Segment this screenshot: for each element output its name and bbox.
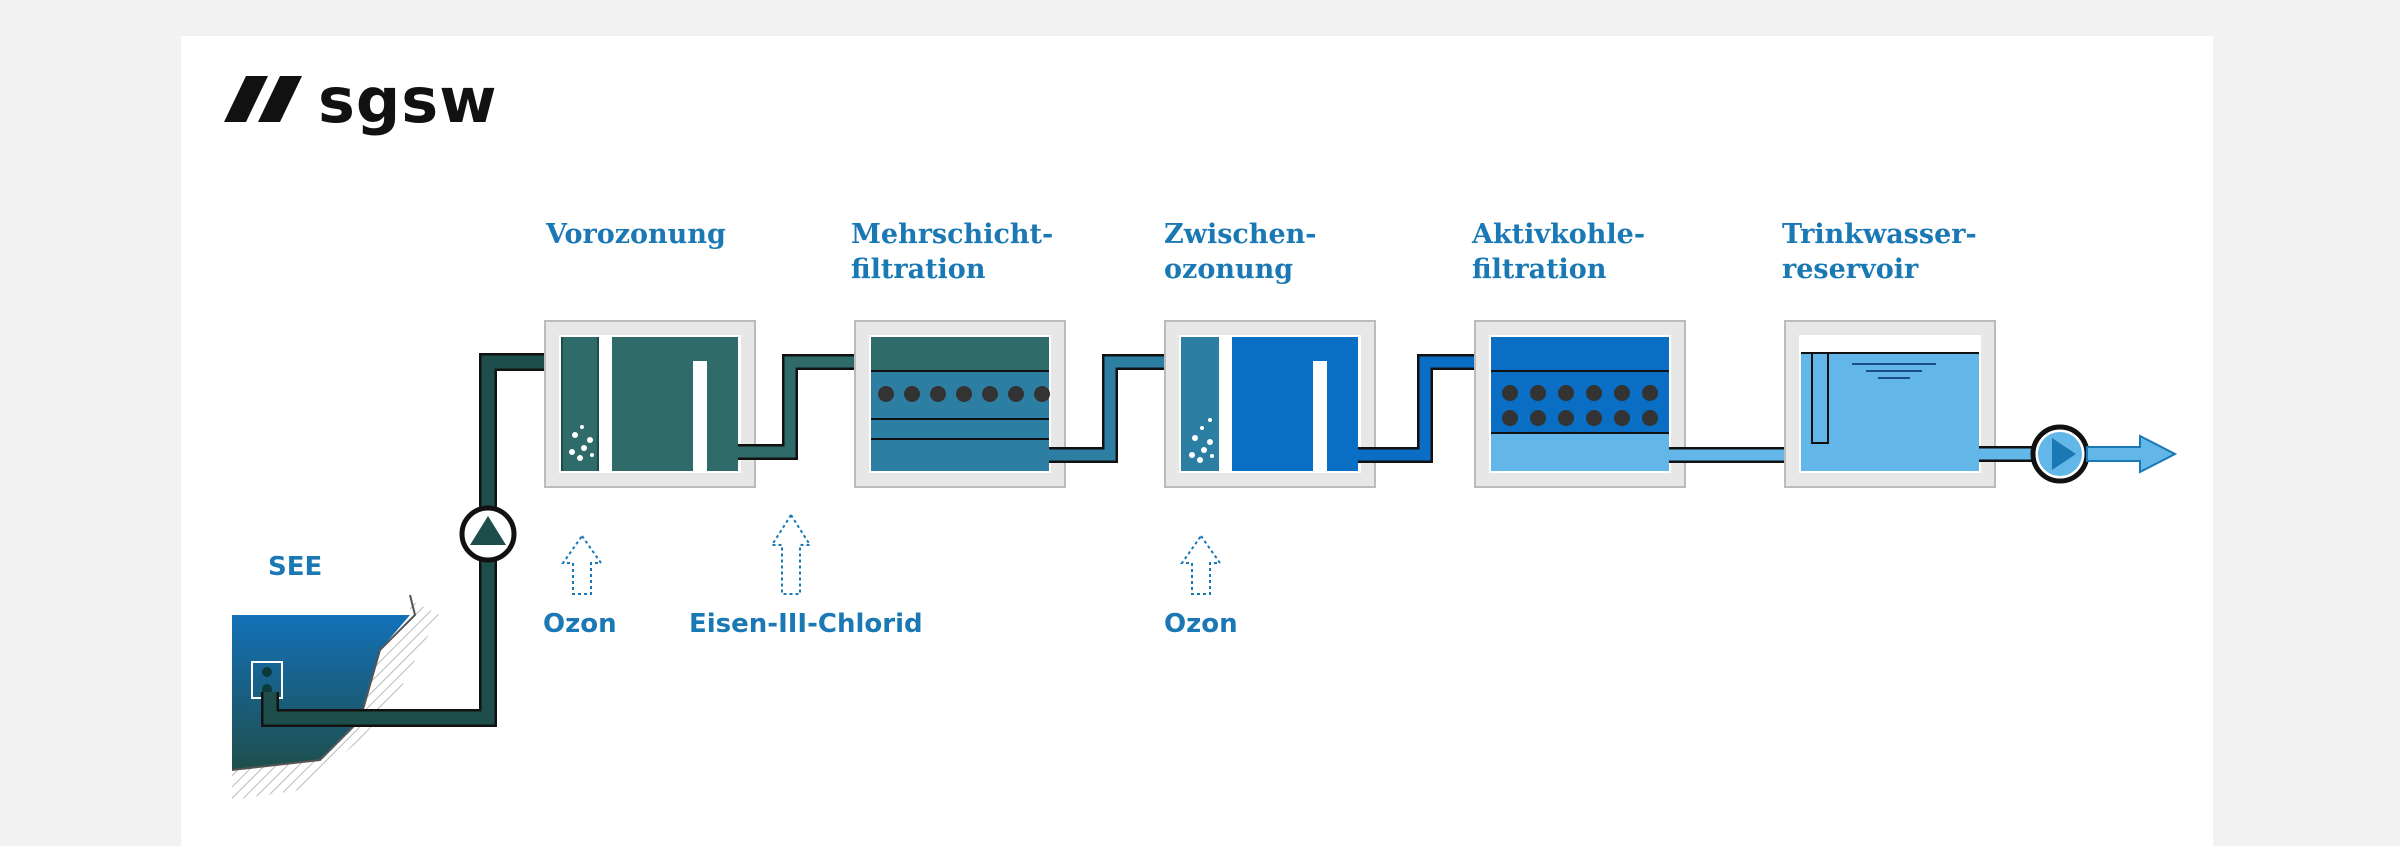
pipe-1-2 bbox=[738, 356, 860, 458]
lake bbox=[231, 594, 440, 800]
basin-vorozonung bbox=[544, 320, 756, 488]
brand-name: sgsw bbox=[318, 64, 498, 137]
basin-zwischenozonung bbox=[1164, 320, 1376, 488]
source-label-see: SEE bbox=[268, 552, 323, 582]
input-arrow-icon-eisen-iii-chlorid bbox=[770, 513, 812, 595]
input-arrow-icon-ozon-1 bbox=[561, 534, 603, 595]
input-label-ozon-1: Ozon bbox=[543, 609, 617, 639]
stage-title-aktivkohlefiltration: Aktivkohle- filtration bbox=[1472, 219, 1646, 285]
basin-mehrschichtfiltration bbox=[854, 320, 1066, 488]
logo-slashes-icon bbox=[224, 76, 302, 122]
stage-title-mehrschichtfiltration: Mehrschicht- filtration bbox=[851, 219, 1054, 285]
stage-title-trinkwasserreservoir: Trinkwasser- reservoir bbox=[1782, 219, 1977, 285]
basin-trinkwasserreservoir bbox=[1784, 320, 1996, 488]
pump-icon bbox=[459, 505, 517, 563]
input-label-eisen-iii-chlorid: Eisen-III-Chlorid bbox=[689, 609, 923, 639]
basin-aktivkohlefiltration bbox=[1474, 320, 1686, 488]
input-label-ozon-2: Ozon bbox=[1164, 609, 1238, 639]
outlet-pump-icon bbox=[2030, 424, 2090, 484]
pipe-3-4 bbox=[1358, 356, 1490, 461]
pipe-2-3 bbox=[1049, 356, 1175, 461]
stage-title-vorozonung: Vorozonung bbox=[546, 219, 726, 250]
input-arrow-icon-ozon-2 bbox=[1180, 534, 1222, 595]
stage-title-zwischenozonung: Zwischen- ozonung bbox=[1164, 219, 1317, 285]
raw-water-pipe bbox=[263, 355, 575, 725]
flow-arrow-icon bbox=[2086, 434, 2178, 474]
